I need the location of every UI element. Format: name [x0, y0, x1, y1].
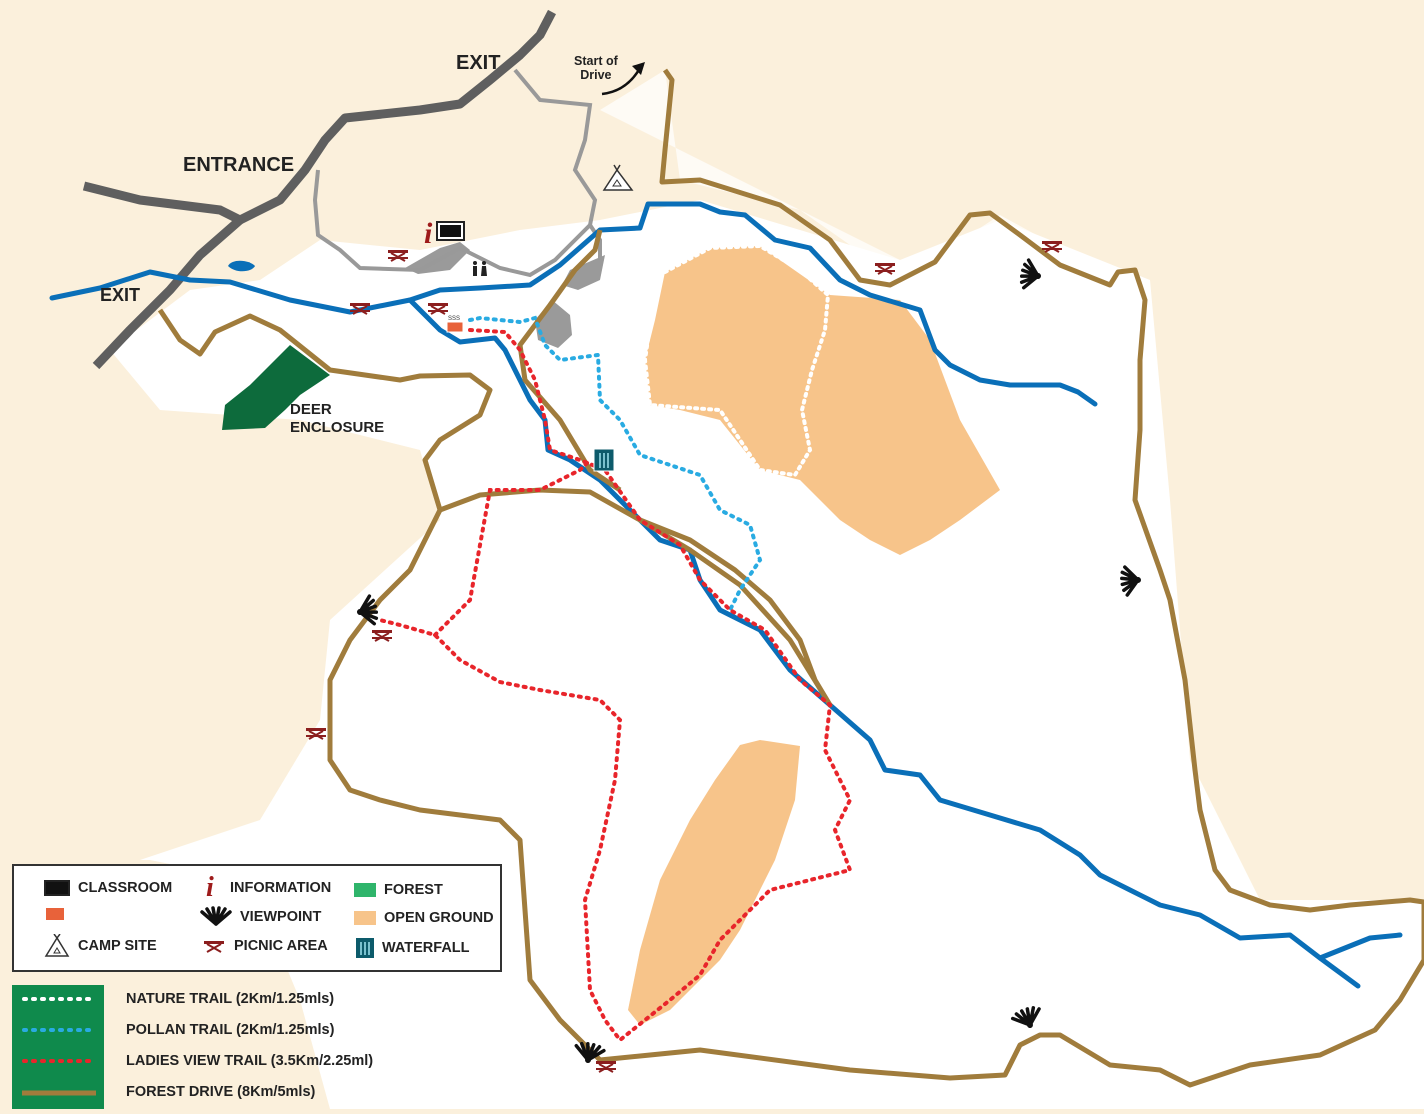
exit-label-top: EXIT — [456, 52, 501, 74]
forest-icon — [354, 883, 376, 897]
forest-drive — [157, 68, 1424, 1088]
legend-information: i INFORMATION — [206, 874, 331, 902]
entrance-label: ENTRANCE — [183, 154, 295, 176]
legend-information-label: INFORMATION — [230, 880, 332, 896]
legend-classroom: CLASSROOM — [44, 880, 172, 896]
legend-open-ground: OPEN GROUND — [354, 910, 494, 926]
river-main — [49, 201, 1098, 407]
trail-label-pollan: POLLAN TRAIL (2Km/1.25mls) — [126, 1022, 335, 1038]
svg-text:i: i — [424, 217, 433, 250]
svg-text:SSS: SSS — [448, 316, 460, 322]
information-icon: i — [424, 217, 433, 250]
legend-camp-site-label: CAMP SITE — [78, 938, 157, 954]
legend-forest-label: FOREST — [384, 882, 443, 898]
start-of-drive-line1: Start of — [574, 54, 618, 68]
deer-enclosure-forest — [222, 345, 330, 430]
legend: CLASSROOM CAMP SITE i INFORMATION VIEWPO… — [12, 864, 502, 972]
legend-camp-site: CAMP SITE — [44, 934, 157, 958]
lake — [228, 260, 255, 272]
river-south — [407, 297, 1403, 989]
picnic-area-icon — [204, 941, 224, 953]
legend-picnic-area-label: PICNIC AREA — [234, 938, 328, 954]
start-of-drive-label: Start of Drive — [574, 54, 618, 82]
legend-refreshments — [46, 908, 64, 920]
open-ground-north — [645, 246, 1000, 555]
legend-classroom-label: CLASSROOM — [78, 880, 173, 896]
trail-label-ladies-view: LADIES VIEW TRAIL (3.5Km/2.25ml) — [126, 1053, 374, 1069]
deer-label-line1: DEER — [290, 401, 332, 418]
viewpoint-icon — [200, 906, 232, 926]
park-area-top — [600, 70, 1150, 350]
car-park-2 — [562, 255, 605, 290]
trail-label-forest-drive: FOREST DRIVE (8Km/5mls) — [126, 1084, 316, 1100]
information-icon: i — [206, 872, 214, 903]
legend-picnic-area: PICNIC AREA — [202, 938, 328, 954]
trail-key-panel — [12, 985, 104, 1109]
trail-key-swatches — [22, 997, 96, 1096]
legend-forest: FOREST — [354, 882, 443, 898]
nature-trail — [610, 243, 831, 478]
camp-site-icon — [602, 164, 634, 191]
legend-viewpoint-label: VIEWPOINT — [240, 909, 322, 925]
legend-viewpoint: VIEWPOINT — [200, 906, 321, 928]
toilets-icon — [473, 261, 487, 276]
kettle-icon — [46, 908, 64, 920]
classroom-icon — [436, 221, 465, 241]
legend-waterfall: WATERFALL — [356, 938, 470, 958]
deer-enclosure-label: DEER ENCLOSURE — [290, 401, 384, 437]
main-road-exit — [92, 216, 243, 370]
start-of-drive-line2: Drive — [580, 68, 612, 82]
open-ground-icon — [354, 911, 376, 925]
trail-label-nature: NATURE TRAIL (2Km/1.25mls) — [126, 991, 335, 1007]
deer-label-line2: ENCLOSURE — [290, 419, 385, 436]
waterfall-icon — [356, 938, 374, 958]
legend-waterfall-label: WATERFALL — [382, 940, 470, 956]
kettle-icon: SSS — [446, 316, 464, 333]
exit-label-left: EXIT — [100, 285, 141, 305]
camp-site-icon — [44, 934, 70, 957]
ladies-view-trail — [378, 328, 853, 1043]
open-ground-south — [628, 740, 800, 1025]
main-road — [82, 9, 556, 225]
classroom-icon — [44, 880, 70, 896]
forest-drive-spur — [517, 229, 622, 493]
waterfall-icon — [593, 448, 615, 472]
pollan-trail — [468, 315, 763, 612]
arrow-icon — [601, 62, 645, 96]
legend-open-ground-label: OPEN GROUND — [384, 910, 494, 926]
